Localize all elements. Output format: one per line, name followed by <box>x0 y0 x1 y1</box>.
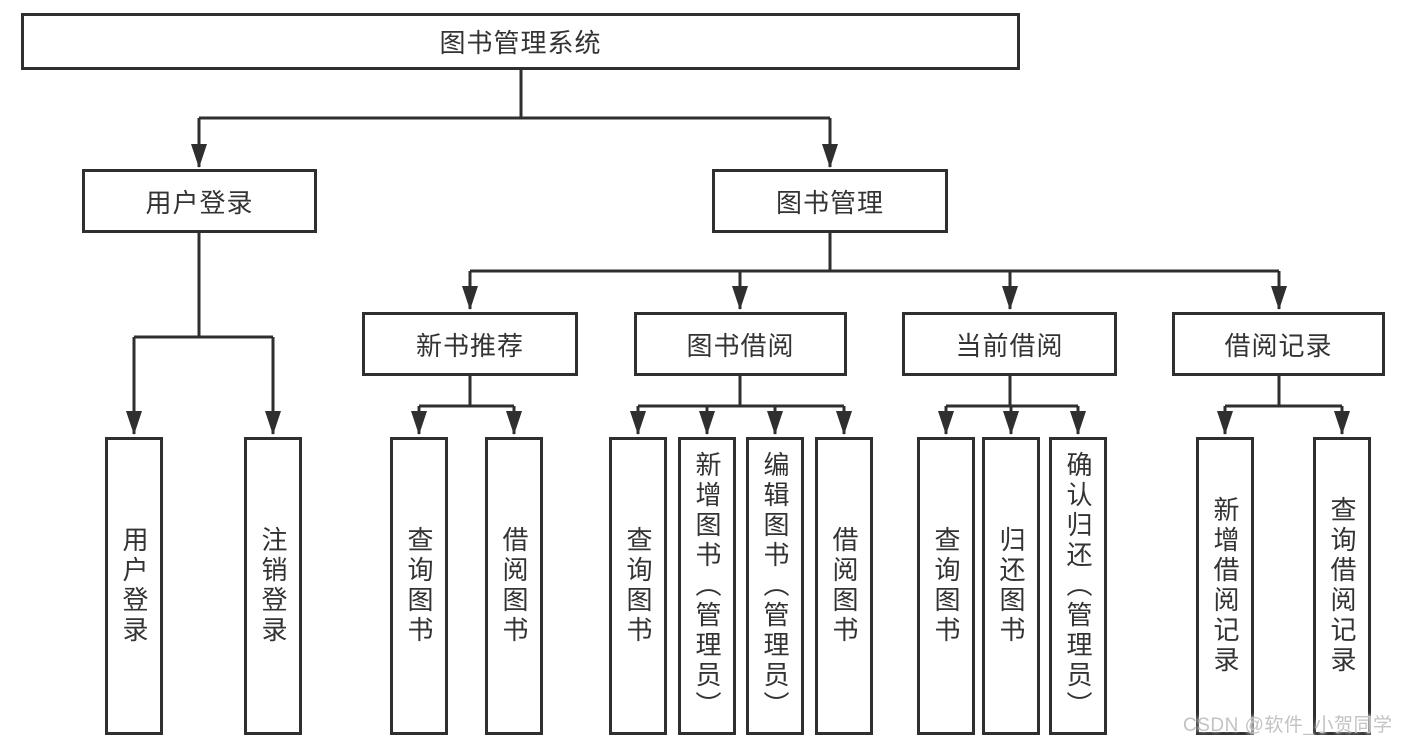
node-borrow-record: 借阅记录 <box>1172 312 1385 376</box>
wire-current-borrow-children <box>938 376 1086 435</box>
node-user-login: 用户登录 <box>82 169 317 233</box>
node-leaf-user-login: 用户登录 <box>105 437 163 735</box>
csdn-watermark: CSDN @软件_小贺同学 <box>1183 715 1393 736</box>
node-leaf-query-book-2: 查询图书 <box>609 437 667 735</box>
wire-book-mgmt-children <box>462 233 1287 310</box>
node-book-borrow: 图书借阅 <box>634 312 847 376</box>
node-leaf-confirm-return-admin: 确认归还（管理员） <box>1049 437 1107 735</box>
node-leaf-borrow-book-1: 借阅图书 <box>485 437 543 735</box>
node-leaf-return-book: 归还图书 <box>982 437 1040 735</box>
node-leaf-query-book-3: 查询图书 <box>917 437 975 735</box>
node-leaf-borrow-book-2: 借阅图书 <box>815 437 873 735</box>
wire-book-borrow-children <box>630 376 852 435</box>
node-leaf-edit-book-admin: 编辑图书（管理员） <box>746 437 804 735</box>
wire-borrow-record-children <box>1217 376 1350 435</box>
wire-user-login-children <box>126 233 281 435</box>
wire-new-book-children <box>411 376 522 435</box>
node-leaf-add-book-admin: 新增图书（管理员） <box>678 437 736 735</box>
node-leaf-logout: 注销登录 <box>244 437 302 735</box>
node-leaf-query-borrow-record: 查询借阅记录 <box>1313 437 1371 735</box>
node-leaf-add-borrow-record: 新增借阅记录 <box>1196 437 1254 735</box>
node-book-management: 图书管理 <box>712 169 948 233</box>
node-leaf-query-book-1: 查询图书 <box>390 437 448 735</box>
node-new-book-recommend: 新书推荐 <box>362 312 578 376</box>
wire-root-to-level2 <box>191 70 838 168</box>
node-current-borrow: 当前借阅 <box>902 312 1117 376</box>
node-root-library-system: 图书管理系统 <box>21 13 1020 70</box>
